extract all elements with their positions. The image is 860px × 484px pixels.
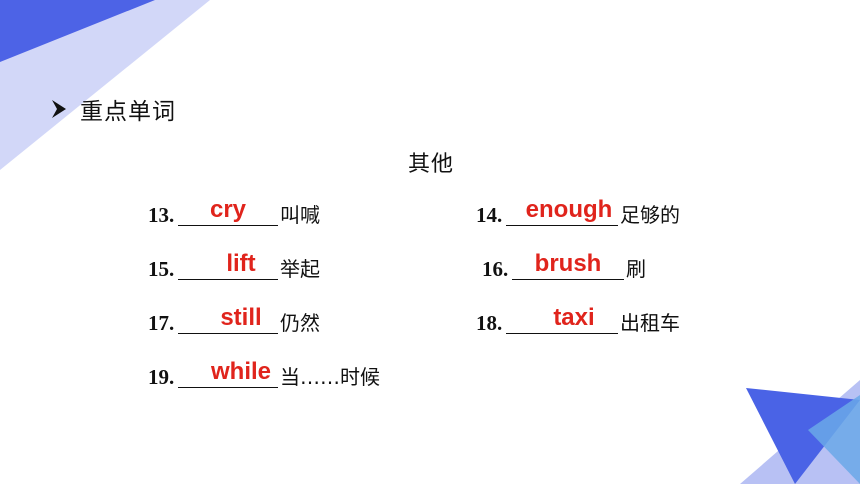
answer-blank bbox=[506, 225, 618, 226]
answer-blank bbox=[512, 279, 624, 280]
item-number: 17. bbox=[148, 311, 175, 335]
meaning-text: 仍然 bbox=[280, 311, 320, 335]
vocab-item-17: 17. still 仍然 bbox=[148, 306, 348, 338]
meaning-text: 举起 bbox=[280, 257, 320, 281]
vocab-item-13: 13. cry 叫喊 bbox=[148, 198, 348, 230]
meaning-text: 叫喊 bbox=[280, 203, 320, 227]
meaning-text: 足够的 bbox=[620, 203, 680, 227]
answer-text: taxi bbox=[553, 304, 595, 331]
item-number: 13. bbox=[148, 203, 175, 227]
section-heading-row: 重点单词 bbox=[48, 92, 176, 126]
answer-text: cry bbox=[209, 196, 247, 223]
section-heading: 重点单词 bbox=[80, 99, 176, 125]
vocab-item-18: 18. taxi 出租车 bbox=[476, 306, 716, 338]
item-number: 14. bbox=[476, 203, 503, 227]
answer-blank bbox=[178, 387, 278, 388]
arrow-bullet-icon bbox=[52, 100, 66, 118]
answer-blank bbox=[178, 279, 278, 280]
meaning-text: 刷 bbox=[626, 257, 646, 281]
category-label: 其他 bbox=[408, 152, 455, 177]
item-number: 18. bbox=[476, 311, 503, 335]
answer-blank bbox=[178, 333, 278, 334]
vocab-item-14: 14. enough 足够的 bbox=[476, 198, 716, 230]
vocab-item-19: 19. while 当……时候 bbox=[148, 360, 428, 392]
meaning-text: 出租车 bbox=[620, 311, 680, 335]
answer-text: enough bbox=[525, 196, 613, 223]
item-number: 16. bbox=[482, 257, 509, 281]
item-number: 15. bbox=[148, 257, 175, 281]
answer-text: still bbox=[220, 304, 262, 331]
answer-text: brush bbox=[534, 250, 602, 277]
item-number: 19. bbox=[148, 365, 175, 389]
answer-blank bbox=[178, 225, 278, 226]
meaning-text: 当……时候 bbox=[280, 365, 380, 389]
answer-text: while bbox=[210, 358, 271, 385]
vocab-item-16: 16. brush 刷 bbox=[482, 252, 682, 284]
vocab-item-15: 15. lift 举起 bbox=[148, 252, 348, 284]
answer-text: lift bbox=[226, 250, 256, 277]
answer-blank bbox=[506, 333, 618, 334]
